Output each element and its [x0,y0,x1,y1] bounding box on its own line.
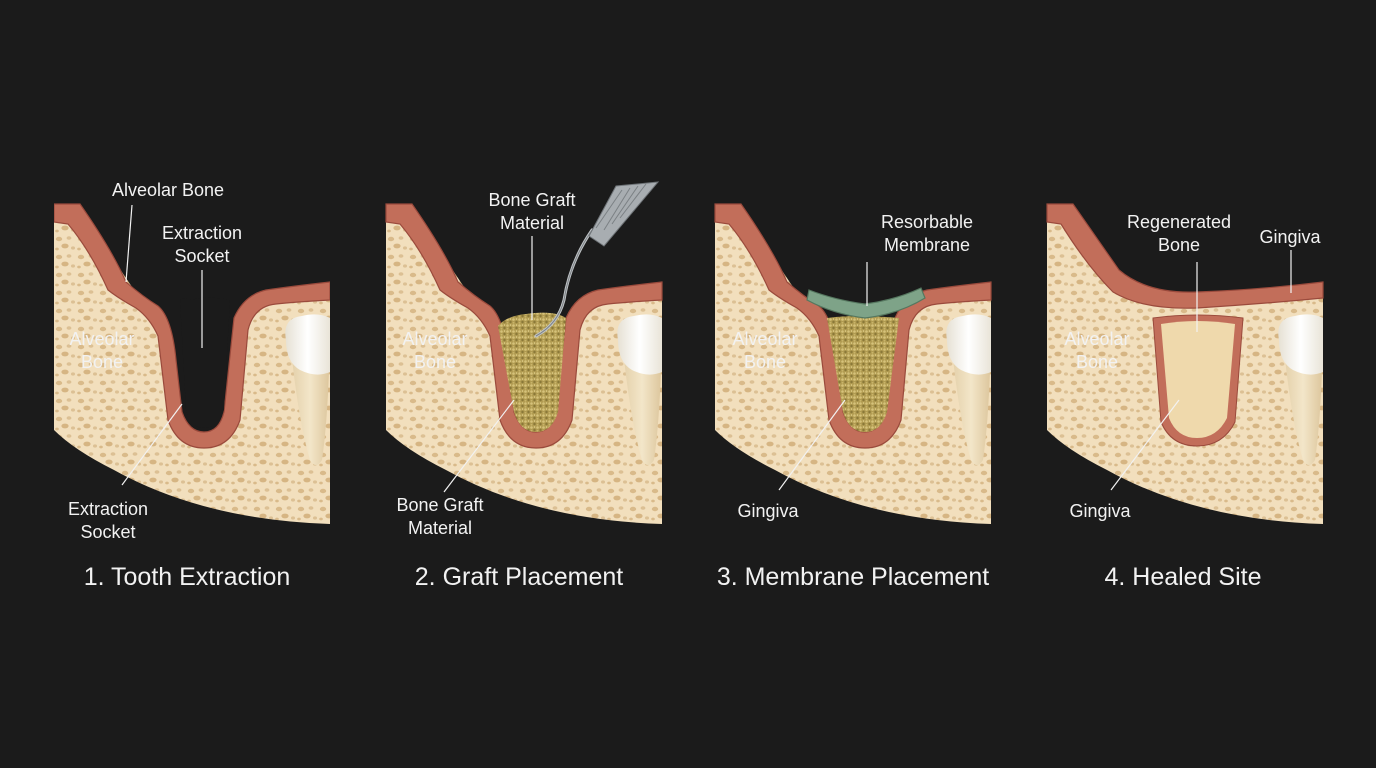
panel-3-membrane-placement: Resorbable Membrane Alveolar Bone Gingiv… [714,203,992,591]
label-alveolar-left-2: Bone [744,352,786,372]
leader-gingiva-bottom [1110,399,1180,491]
label-extraction-socket-top-2: Socket [174,246,229,266]
resorbable-membrane [806,287,926,319]
leader-gingiva-bottom [778,399,846,491]
label-bone-graft-top-2: Material [500,213,564,233]
extraction-socket-void [180,297,230,428]
regenerated-bone [1161,321,1235,438]
label-alveolar-left-2: Bone [1076,352,1118,372]
leader-bone-graft-bottom [443,399,515,493]
label-alveolar-left-1: Alveolar [69,329,134,349]
label-bone-graft-bottom-2: Material [408,518,472,538]
label-gingiva-bottom: Gingiva [737,501,799,521]
adjacent-tooth-crown [1278,314,1323,375]
label-bone-graft-bottom-1: Bone Graft [396,495,483,515]
label-extraction-socket-top-1: Extraction [162,223,242,243]
label-regenerated-1: Regenerated [1127,212,1231,232]
label-gingiva-top-right: Gingiva [1259,227,1321,247]
gingiva-shape [714,203,992,449]
caption-panel-2: 2. Graft Placement [415,563,623,591]
label-alveolar-left-2: Bone [414,352,456,372]
label-regenerated-2: Bone [1158,235,1200,255]
gingiva-shape [54,203,330,449]
bone-graft-material [498,312,566,432]
label-alveolar-bone-top: Alveolar Bone [112,180,224,200]
bone-graft-material [827,316,899,432]
caption-panel-3: 3. Membrane Placement [717,563,989,591]
caption-panel-4: 4. Healed Site [1104,563,1261,591]
gingiva-shape [385,203,663,449]
label-membrane-1: Resorbable [881,212,973,232]
gingiva-shape [1046,203,1324,309]
caption-panel-1: 1. Tooth Extraction [84,563,291,591]
panel-4-healed-site: Regenerated Bone Gingiva Alveolar Bone G… [1046,203,1324,591]
panel-1-tooth-extraction: Alveolar Bone Extraction Socket Alveolar… [54,180,330,591]
label-bone-graft-top-1: Bone Graft [488,190,575,210]
adjacent-tooth-crown [946,314,991,375]
label-gingiva-bottom: Gingiva [1069,501,1131,521]
adjacent-tooth-crown [617,314,662,375]
label-alveolar-left-1: Alveolar [1064,329,1129,349]
leader-alveolar-bone-top [125,204,133,283]
leader-extraction-socket-bottom [121,403,183,486]
label-alveolar-left-1: Alveolar [732,329,797,349]
label-membrane-2: Membrane [884,235,970,255]
label-alveolar-left-2: Bone [81,352,123,372]
label-extraction-socket-bottom-2: Socket [80,522,135,542]
adjacent-tooth-crown [285,314,330,375]
panel-2-graft-placement: Bone Graft Material Alveolar Bone Bone G… [385,181,663,591]
graft-instrument-icon [534,181,660,338]
label-alveolar-left-1: Alveolar [402,329,467,349]
label-extraction-socket-bottom-1: Extraction [68,499,148,519]
